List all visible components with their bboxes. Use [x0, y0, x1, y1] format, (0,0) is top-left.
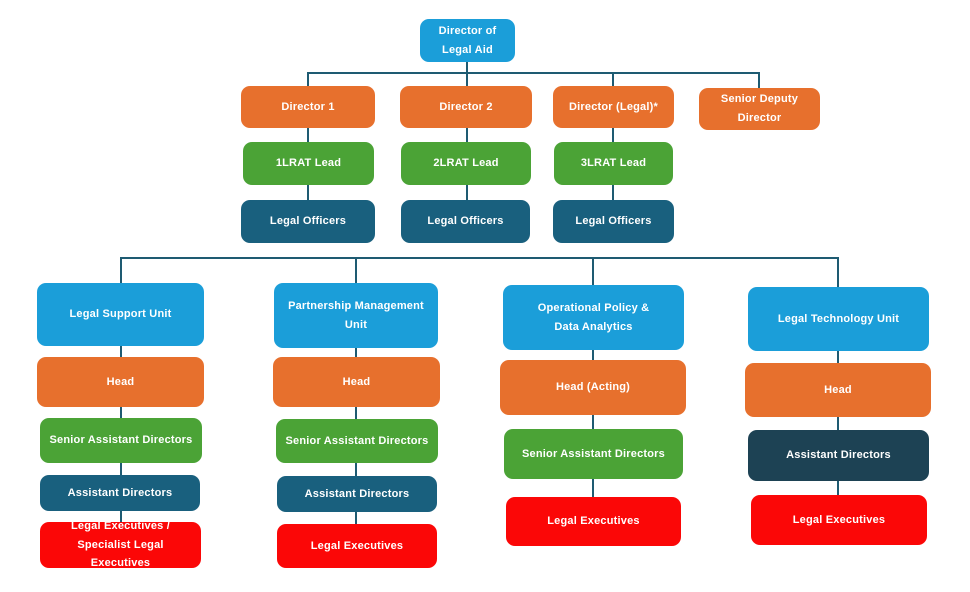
org-box-opda-head-acting: Head (Acting)	[500, 360, 686, 415]
connector-line	[837, 351, 839, 363]
connector-line	[758, 72, 760, 88]
org-box-director-legal: Director (Legal)*	[553, 86, 674, 128]
connector-line	[837, 481, 839, 495]
connector-line	[466, 61, 468, 73]
connector-line	[120, 346, 122, 357]
org-box-legal-support-unit: Legal Support Unit	[37, 283, 204, 346]
org-box-operational-policy-data-analytics: Operational Policy & Data Analytics	[503, 285, 684, 350]
connector-line	[612, 72, 614, 86]
org-box-legal-officers-1: Legal Officers	[241, 200, 375, 243]
org-box-pmu-assistant-directors: Assistant Directors	[277, 476, 437, 512]
org-box-lsu-senior-assistant-directors: Senior Assistant Directors	[40, 418, 202, 463]
org-box-ltu-head: Head	[745, 363, 931, 417]
connector-line	[592, 415, 594, 429]
connector-line	[592, 350, 594, 360]
connector-line	[837, 257, 839, 287]
connector-line	[120, 407, 122, 418]
org-box-legal-technology-unit: Legal Technology Unit	[748, 287, 929, 351]
org-box-director-of-legal-aid: Director of Legal Aid	[420, 19, 515, 62]
org-box-1lrat-lead: 1LRAT Lead	[243, 142, 374, 185]
org-box-legal-officers-2: Legal Officers	[401, 200, 530, 243]
org-box-pmu-head: Head	[273, 357, 440, 407]
connector-line	[355, 463, 357, 476]
connector-line	[592, 479, 594, 497]
connector-line	[307, 72, 760, 74]
org-box-lsu-assistant-directors: Assistant Directors	[40, 475, 200, 511]
connector-line	[612, 185, 614, 200]
connector-line	[466, 72, 468, 86]
connector-line	[466, 128, 468, 142]
connector-line	[307, 128, 309, 142]
connector-line	[307, 185, 309, 200]
connector-line	[355, 407, 357, 419]
org-box-opda-legal-executives: Legal Executives	[506, 497, 681, 546]
connector-line	[120, 463, 122, 475]
connector-line	[355, 512, 357, 524]
org-box-pmu-senior-assistant-directors: Senior Assistant Directors	[276, 419, 438, 463]
connector-line	[307, 72, 309, 86]
org-box-legal-officers-3: Legal Officers	[553, 200, 674, 243]
connector-line	[120, 257, 122, 283]
connector-line	[355, 257, 357, 283]
connector-line	[592, 257, 594, 285]
org-box-lsu-legal-executives: Legal Executives / Specialist Legal Exec…	[40, 520, 201, 569]
connector-line	[355, 348, 357, 357]
connector-line	[612, 128, 614, 142]
connector-line	[837, 417, 839, 430]
org-box-director-1: Director 1	[241, 86, 375, 128]
org-box-lsu-head: Head	[37, 357, 204, 407]
org-box-opda-senior-assistant-directors: Senior Assistant Directors	[504, 429, 683, 479]
org-box-ltu-assistant-directors: Assistant Directors	[748, 430, 929, 481]
org-box-ltu-legal-executives: Legal Executives	[751, 495, 927, 545]
connector-line	[120, 511, 122, 522]
org-box-senior-deputy-director: Senior Deputy Director	[699, 88, 820, 130]
org-box-2lrat-lead: 2LRAT Lead	[401, 142, 531, 185]
org-box-pmu-legal-executives: Legal Executives	[277, 524, 437, 568]
connector-line	[120, 257, 839, 259]
org-box-director-2: Director 2	[400, 86, 532, 128]
connector-line	[466, 185, 468, 200]
org-box-partnership-management-unit: Partnership Management Unit	[274, 283, 438, 348]
org-box-3lrat-lead: 3LRAT Lead	[554, 142, 673, 185]
